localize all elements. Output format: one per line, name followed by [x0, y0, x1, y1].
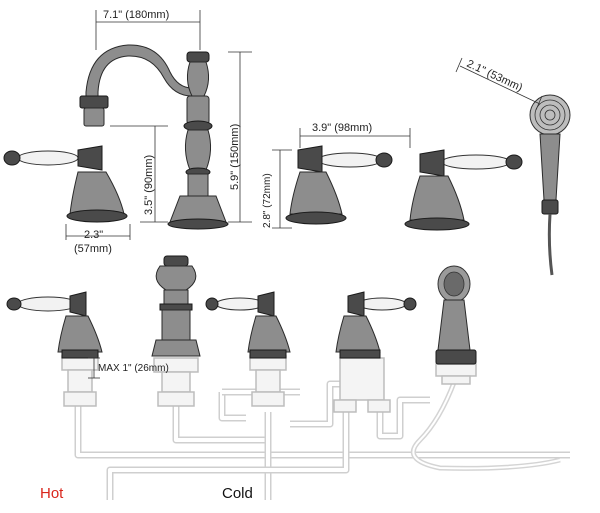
bottom-handle-cold: [205, 291, 291, 359]
dim-spout-width-text: 7.1" (180mm): [103, 9, 169, 21]
dim-handle-spacing: 3.9" (98mm): [299, 122, 411, 148]
dim-spout-clearance-text: 3.5" (90mm): [143, 155, 155, 215]
dim-max-deck: MAX 1" (26mm): [88, 357, 169, 379]
dim-handle-spacing-text: 3.9" (98mm): [312, 122, 372, 134]
dim-base-width-in-text: 2.3": [84, 229, 103, 241]
dim-shower-diameter-text: 2.1" (53mm): [465, 58, 525, 94]
valve-cold: [249, 355, 287, 407]
bottom-shower-head: [435, 265, 477, 365]
dim-base-width-mm-text: (57mm): [74, 243, 112, 255]
dim-shower-diameter: 2.1" (53mm): [455, 57, 543, 111]
spout: [79, 44, 229, 230]
dim-spout-clearance: 3.5" (90mm): [110, 125, 168, 223]
dim-base-width: 2.3" (57mm): [65, 224, 131, 255]
valve-diverter: [333, 357, 391, 413]
dim-handle-height-text: 2.8" (72mm): [262, 173, 273, 228]
dim-spout-width: 7.1" (180mm): [95, 9, 201, 50]
dim-faucet-height-text: 5.9" (150mm): [229, 124, 241, 190]
dim-handle-height: 2.8" (72mm): [262, 149, 292, 229]
dim-faucet-height: 5.9" (150mm): [228, 51, 252, 223]
hot-label: Hot: [40, 485, 64, 502]
valve-shower: [435, 363, 477, 385]
handle-left: [3, 145, 128, 223]
valve-spout: [153, 357, 199, 407]
bottom-spout: [151, 255, 201, 357]
valve-hot: [61, 355, 99, 407]
pipe-network: [74, 379, 570, 500]
dim-max-deck-text: MAX 1" (26mm): [98, 363, 169, 374]
bottom-handle-hot: [6, 291, 103, 359]
handle-middle: [285, 145, 393, 225]
shower-head-top: [529, 94, 571, 276]
bottom-handle-diverter: [335, 291, 417, 359]
handle-right: [404, 149, 523, 231]
cold-label: Cold: [222, 485, 253, 502]
